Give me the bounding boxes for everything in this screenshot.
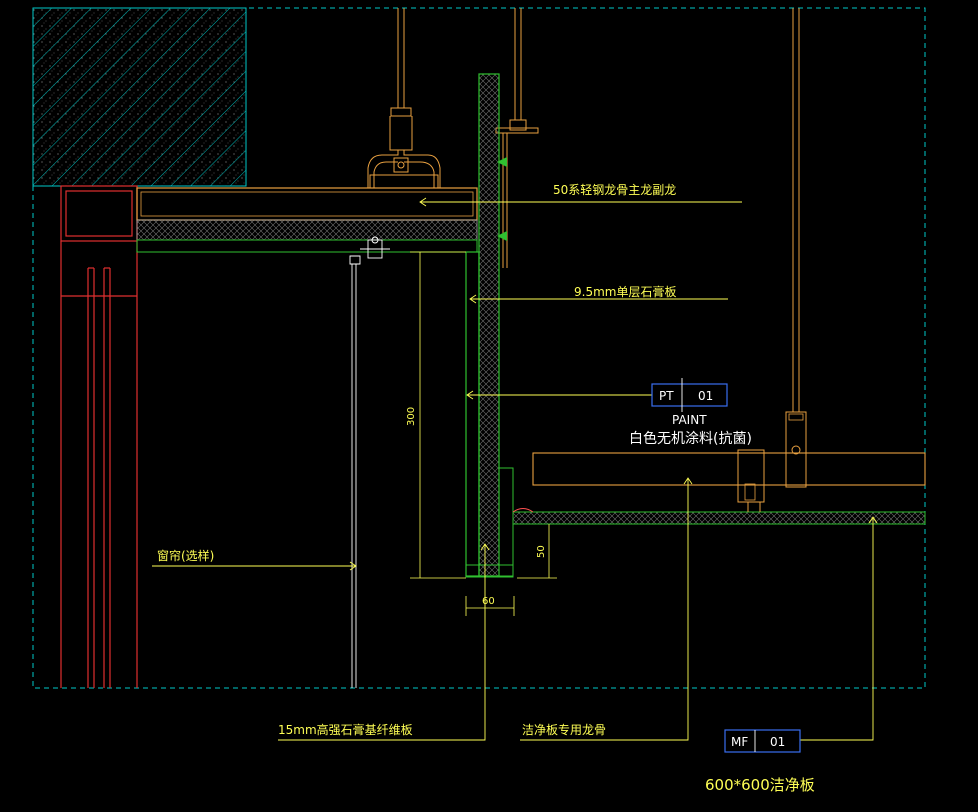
- window-frame: [60, 185, 138, 688]
- drawing-frame: [32, 7, 926, 689]
- label-curtain: 窗帘(选样): [157, 548, 214, 563]
- dim-50: 50: [536, 545, 547, 558]
- tag-pt-code: PT: [659, 389, 674, 403]
- label-clean-panel: 600*600洁净板: [705, 776, 815, 794]
- label-paint-cn: 白色无机涂料(抗菌): [629, 430, 752, 447]
- curtain-track: [349, 236, 390, 688]
- tag-mf-code: MF: [731, 735, 748, 749]
- label-fiber-board: 15mm高强石膏基纤维板: [278, 722, 413, 737]
- clean-panel-ceiling: [512, 411, 926, 525]
- board-anchors: [497, 157, 507, 241]
- dim-300: 300: [406, 407, 417, 426]
- hanger-rods: [397, 8, 800, 412]
- tag-pt-num: 01: [698, 389, 713, 403]
- concrete-slab: [32, 7, 247, 187]
- hanger-nut: [495, 119, 539, 268]
- tag-mf-num: 01: [770, 735, 785, 749]
- label-clean-keel: 洁净板专用龙骨: [522, 722, 606, 737]
- label-steel-keel: 50系轻钢龙骨主龙副龙: [553, 183, 676, 197]
- tag-pt-01: PT 01: [651, 378, 728, 412]
- hanger-bracket: [367, 107, 441, 189]
- label-paint: PAINT: [672, 413, 707, 427]
- label-gypsum-board: 9.5mm单层石膏板: [574, 284, 676, 299]
- ceiling-board-horizontal: [136, 219, 478, 253]
- wall-board-vertical: [465, 73, 514, 578]
- dimension-lines: [410, 251, 557, 616]
- dim-60: 60: [482, 596, 495, 607]
- main-keel: [136, 187, 478, 221]
- leader-lines: [152, 197, 878, 741]
- tag-mf-01: MF 01: [724, 729, 801, 753]
